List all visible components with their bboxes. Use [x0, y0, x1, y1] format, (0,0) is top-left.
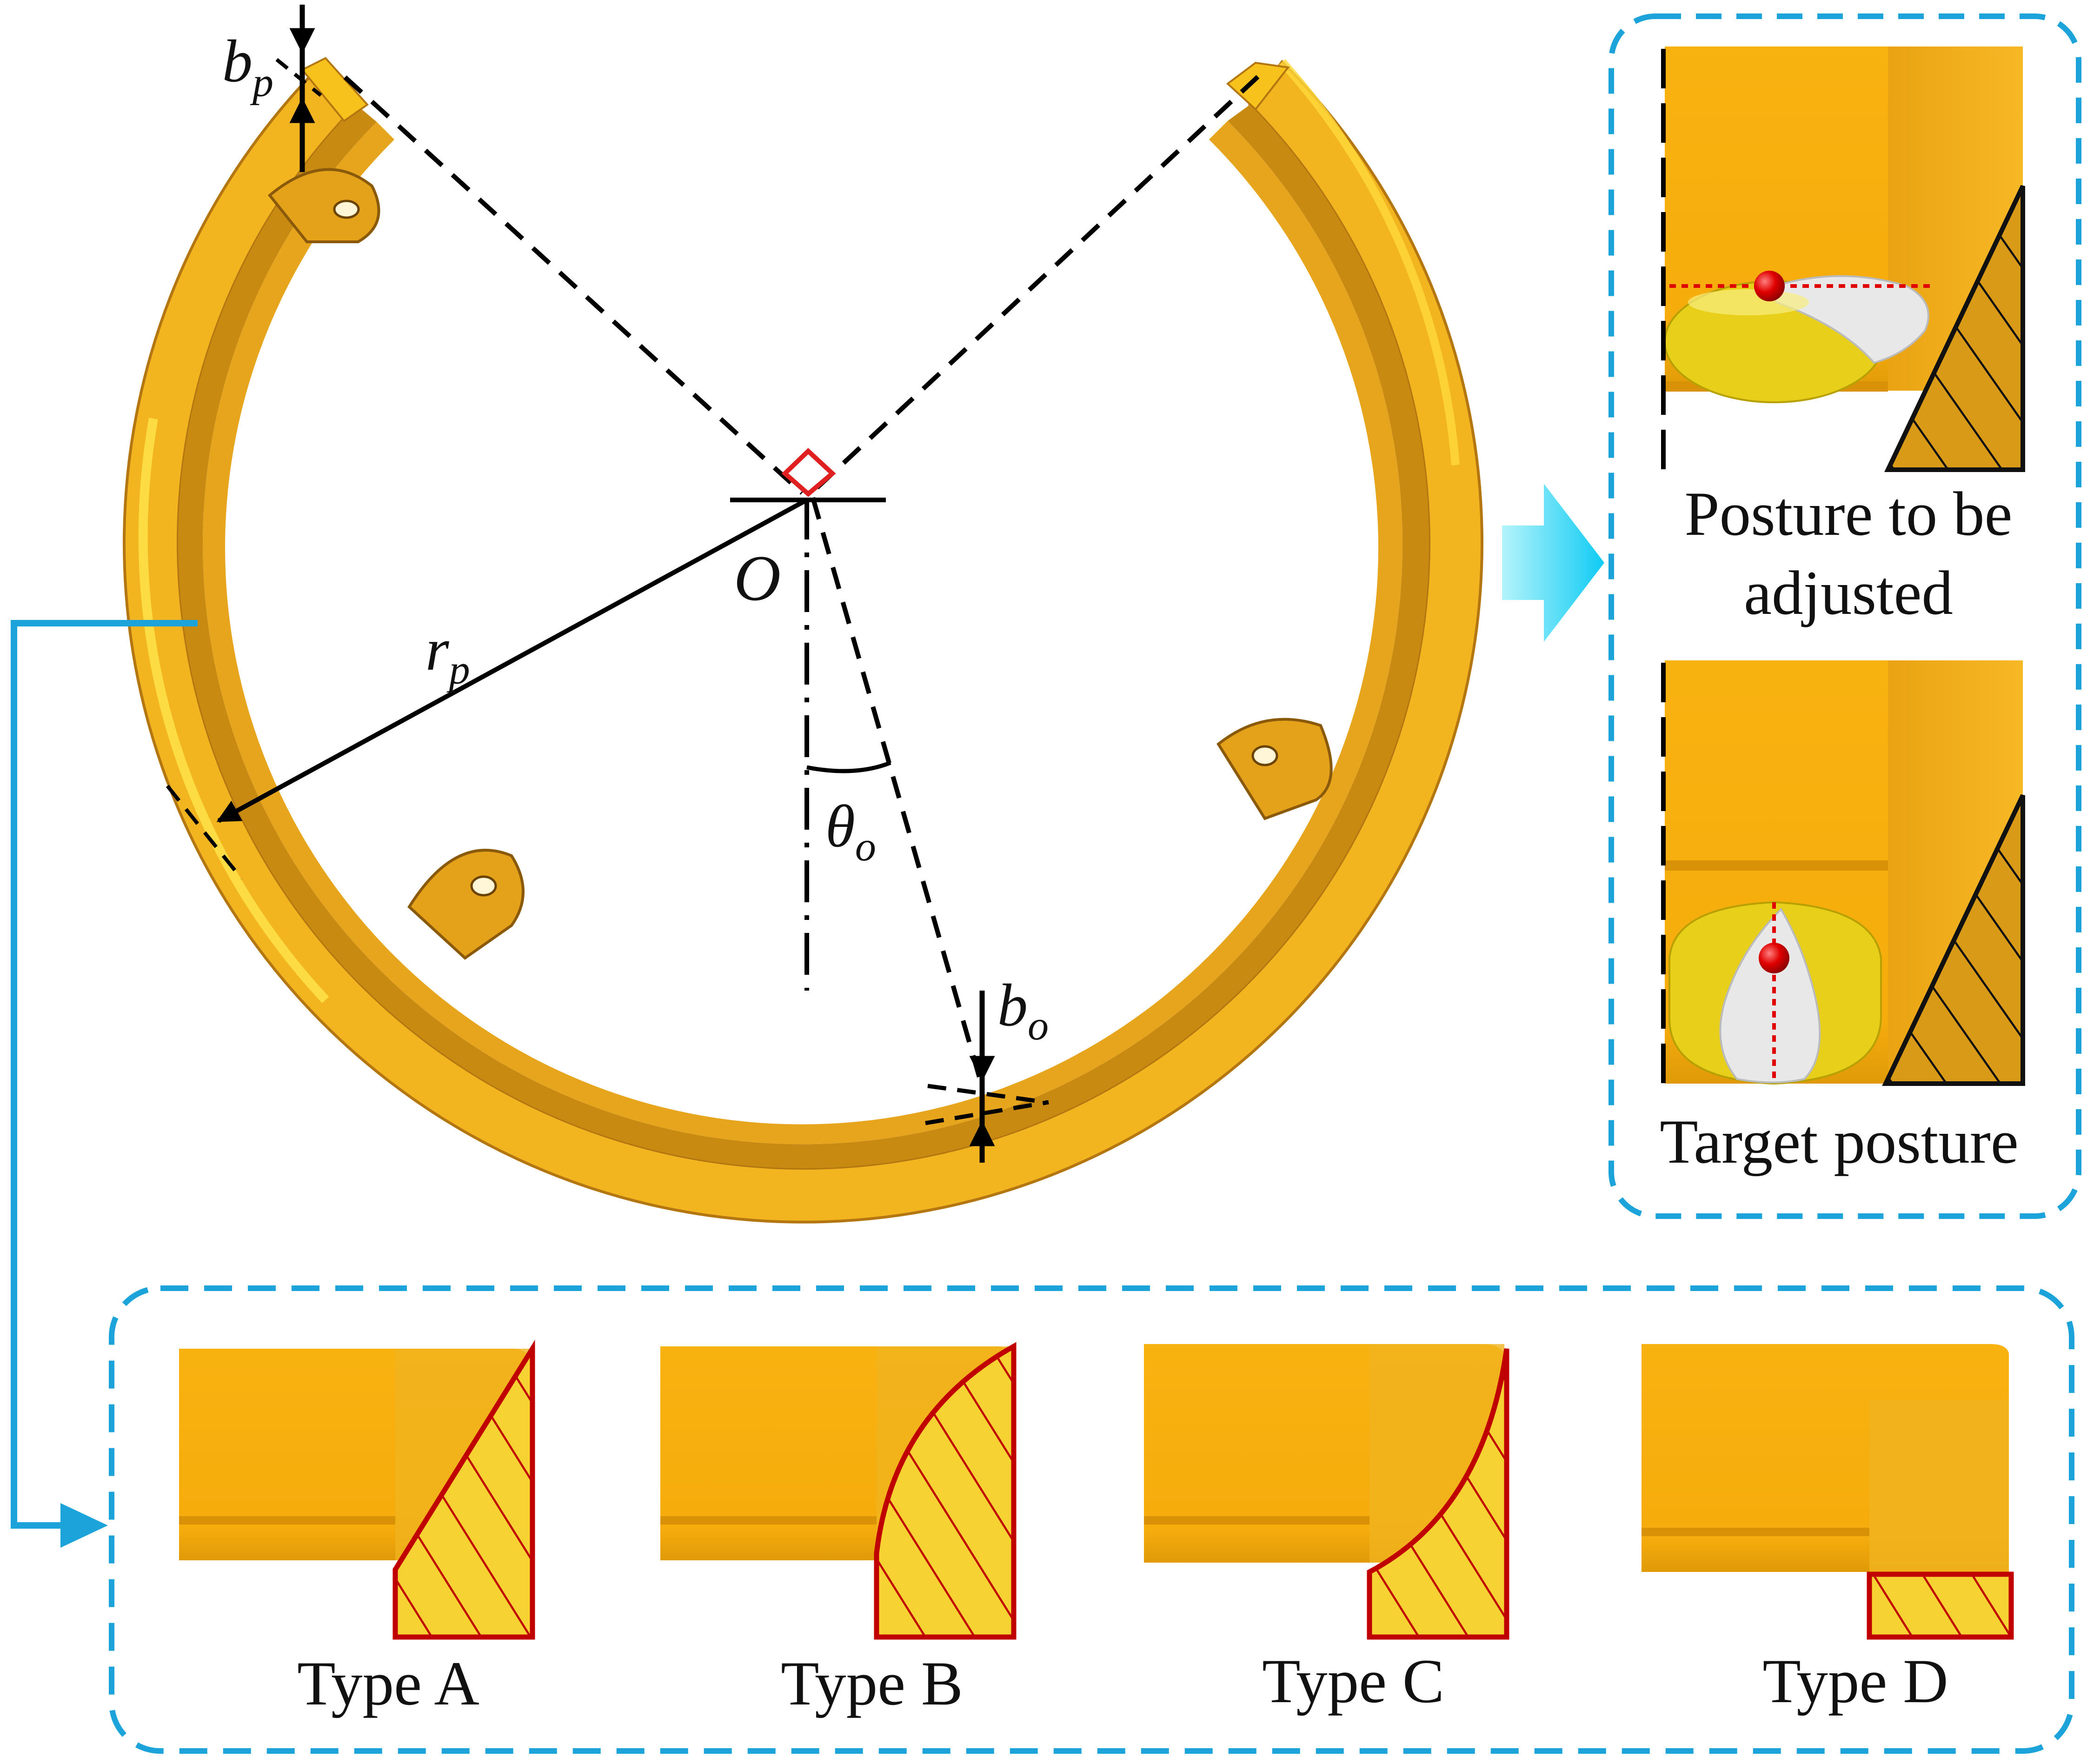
type-c-profile — [1144, 1344, 1509, 1640]
hatched-section — [874, 1342, 1017, 1640]
type-b-label: Type B — [781, 1649, 963, 1718]
posture-panel-border — [1608, 13, 2081, 1219]
theta-arc — [806, 760, 891, 773]
connector-arrow — [11, 620, 198, 1548]
types-panel: Type A Type B Type C Type D — [109, 1285, 2074, 1754]
tilted-object — [1664, 275, 1929, 403]
hatched-section — [1367, 1348, 1509, 1640]
dashed-ray-left — [343, 75, 804, 495]
ring-right-highlight — [1279, 59, 1460, 466]
posture-panel: Posture to be adjusted Target posture — [1608, 13, 2081, 1219]
target-posture-caption: Target posture — [1660, 1107, 2019, 1177]
dashed-ray-right — [810, 75, 1260, 495]
types-panel-border — [109, 1285, 2074, 1754]
bo-dash-a — [927, 1084, 1047, 1105]
type-b-profile — [660, 1342, 1017, 1640]
ring-end-cap-right — [1226, 61, 1290, 111]
ring-outer-highlight — [138, 418, 329, 1003]
mounting-lug — [1216, 718, 1333, 820]
type-c-label: Type C — [1262, 1647, 1444, 1716]
hatched-wall — [1882, 794, 2025, 1086]
type-a-profile — [179, 1339, 535, 1640]
center-dot — [1759, 943, 1789, 973]
type-d-profile — [1642, 1344, 2014, 1640]
hatched-wall — [1884, 185, 2025, 472]
posture-adjust-scene — [1661, 47, 2025, 479]
bo-label: bo — [997, 972, 1049, 1049]
posture-adjust-caption-2: adjusted — [1744, 559, 1953, 628]
radius-line — [216, 498, 808, 823]
bp-label: bp — [222, 28, 273, 106]
target-posture-scene — [1661, 660, 2025, 1091]
center-dot — [1754, 271, 1785, 301]
theta-label: θo — [825, 793, 876, 870]
mounting-lug — [267, 168, 380, 243]
bo-dash-b — [925, 1100, 1049, 1125]
right-angle-marker — [781, 448, 836, 497]
dashed-ray-theta — [811, 497, 984, 1085]
mounting-lugs — [267, 168, 1333, 960]
type-a-label: Type A — [297, 1649, 479, 1718]
hatched-section — [1867, 1571, 2014, 1640]
ring-end-cap-left — [300, 57, 369, 122]
type-d-label: Type D — [1762, 1647, 1948, 1716]
center-label: O — [734, 542, 781, 614]
rp-label: rp — [425, 616, 470, 693]
posture-adjust-caption-1: Posture to be — [1685, 479, 2013, 549]
hatched-section — [392, 1339, 535, 1640]
flow-arrow — [1502, 484, 1604, 642]
ring-labels: bp rp O θo bo — [222, 28, 1049, 1049]
mounting-lug — [407, 849, 525, 960]
left-rim-dash — [166, 785, 244, 880]
construction-lines — [166, 58, 1260, 1125]
bp-dashed-outer — [275, 58, 322, 97]
